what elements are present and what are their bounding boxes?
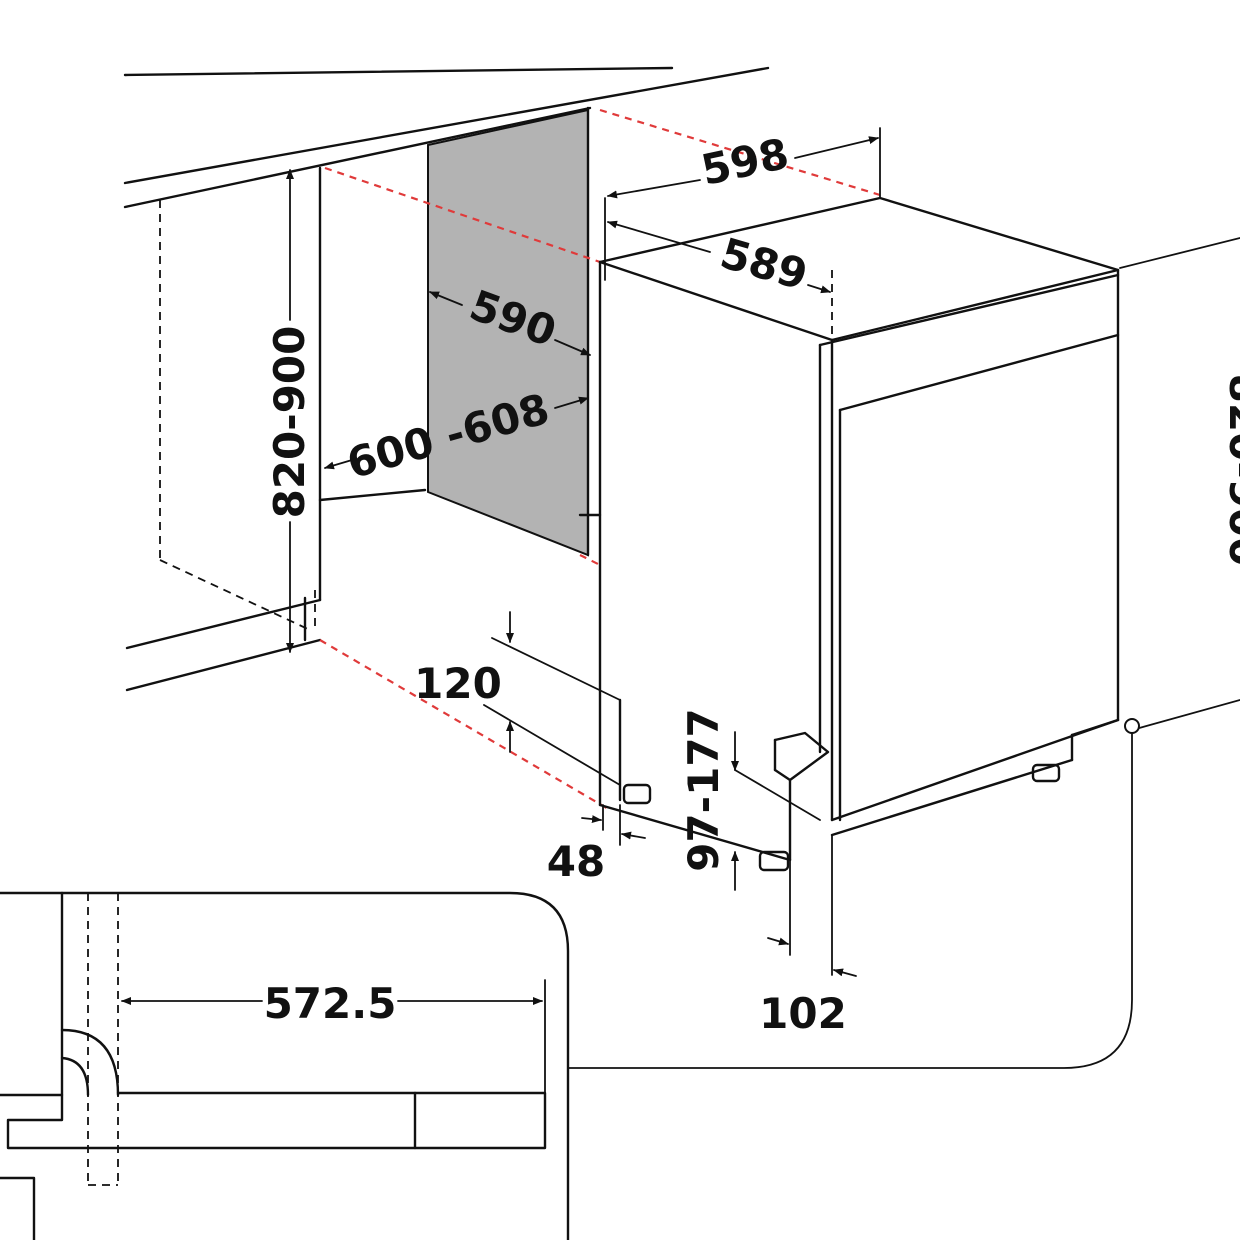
right-extension-lines — [1119, 237, 1240, 731]
dim-120-label: 120 — [414, 659, 502, 708]
detail-inset — [0, 891, 570, 1240]
feet — [622, 763, 1061, 872]
dimension-lines — [286, 127, 881, 977]
dim-820-900-left-label: 820-900 — [265, 326, 314, 519]
dim-589-label: 589 — [715, 228, 813, 299]
worktop — [123, 66, 770, 209]
dishwasher-body — [598, 196, 1120, 862]
dim-102-label: 102 — [759, 989, 847, 1038]
dim-572-5-label: 572.5 — [264, 979, 397, 1028]
guide-lines — [319, 108, 881, 811]
dim-820-900-right-label: 820-900 — [1220, 374, 1240, 567]
dim-97-177-label: 97-177 — [679, 708, 728, 872]
dim-598-label: 598 — [697, 129, 793, 195]
dim-48-label: 48 — [547, 837, 605, 886]
detail-connector — [567, 718, 1140, 1069]
